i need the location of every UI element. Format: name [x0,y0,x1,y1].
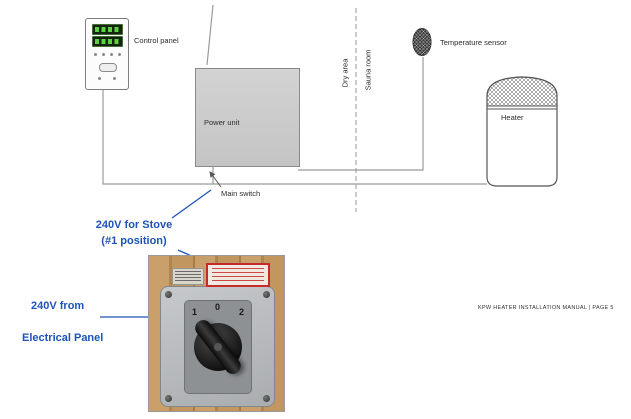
position-1-mark: 1 [192,307,198,317]
cable-temperature-sensor [298,57,424,171]
annotation-240v-from: 240V from [31,300,85,312]
panel-button [102,53,105,56]
annotation-electrical-panel: Electrical Panel [22,332,104,344]
panel-button [118,53,121,56]
cable-supply-top [206,4,214,66]
panel-button [94,53,97,56]
dry-area-label: Dry area [340,58,350,88]
power-unit-label: Power unit [204,118,240,127]
screw [263,291,270,298]
switch-faceplate: 1 0 2 [184,300,252,394]
main-switch-arrow [209,171,222,188]
position-0-mark: 0 [215,302,221,312]
warning-sticker [206,263,270,287]
display-digits [95,27,120,32]
sauna-room-label: Sauna room [363,49,373,91]
temperature-sensor-mesh [413,28,431,56]
control-panel-device [85,18,129,90]
heater-label: Heater [501,113,524,122]
heater-stones-hatch [486,76,558,107]
switch-mounting-plate: 1 0 2 [160,286,275,407]
panel-button [113,77,116,80]
rating-label-text-lines [175,271,201,282]
screw [263,395,270,402]
power-unit-box [195,68,300,167]
display-digits [95,39,120,44]
annotation-240v-stove: 240V for Stove [95,219,173,231]
screw [165,395,172,402]
cable-control-panel-to-heater [102,88,487,185]
switch-hub-cap [214,343,222,351]
page-footer: KPW HEATER INSTALLATION MANUAL | PAGE 5 [478,305,614,311]
rating-label [172,268,204,285]
leader-stove-upper [171,189,212,219]
panel-button [98,77,101,80]
annotation-position-1: (#1 position) [101,235,167,247]
position-2-mark: 2 [238,307,244,317]
rotary-switch-photo: 1 0 2 [148,255,285,412]
control-panel-label: Control panel [134,36,179,45]
control-panel-display-bottom [92,36,123,47]
main-switch-label: Main switch [221,189,261,198]
temperature-sensor-label: Temperature sensor [440,38,507,47]
control-panel-display-top [92,24,123,35]
warning-sticker-text-lines [212,268,264,282]
panel-button [110,53,113,56]
screw [165,291,172,298]
panel-oval-button [99,63,117,72]
